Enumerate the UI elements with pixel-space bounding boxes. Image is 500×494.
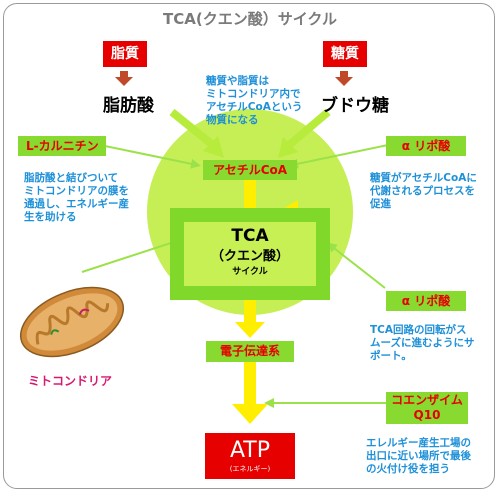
coq10-label-sub: Q10 — [413, 408, 441, 422]
atp-box: ATP (エネルギー) — [205, 433, 295, 479]
glucose-arrow-head — [278, 137, 298, 158]
glucose-label: ブドウ糖 — [321, 96, 389, 116]
lipoic-top-note-line: 糖質がアセチルCoAに — [370, 172, 477, 184]
carnitine-note-line: 脂肪酸と結びついて — [24, 172, 119, 184]
sugar-down-arrow — [335, 71, 353, 86]
lipoic-top-note: 糖質がアセチルCoAに 代謝されるプロセスを 促進 — [370, 172, 477, 211]
tca-to-electron-shaft — [244, 300, 256, 322]
sugar-label: 糖質 — [323, 41, 367, 67]
fatty-acid-arrow — [169, 108, 217, 150]
lipoic-bottom-box: α リポ酸 — [386, 291, 466, 311]
fatty-acid-arrow-head — [203, 136, 224, 158]
lipoic-bottom-note-line: ムーズに進むようにサ — [370, 337, 475, 349]
center-note: 糖質や脂質は ミトコンドリア内で アセチルCoAという 物質になる — [206, 75, 302, 127]
atp-label: ATP — [229, 438, 271, 463]
coq10-box: コエンザイム Q10 — [386, 392, 468, 424]
center-note-line: 糖質や脂質は — [206, 75, 269, 87]
lipoic-top-note-line: 促進 — [370, 198, 391, 210]
electron-to-atp-head — [232, 404, 268, 424]
center-note-line: ミトコンドリア内で — [206, 88, 301, 100]
mitochondria-icon — [19, 286, 125, 358]
lipid-down-arrow — [115, 71, 133, 86]
electron-transport-box: 電子伝達系 — [206, 341, 294, 362]
carnitine-note: 脂肪酸と結びついて ミトコンドリアの膜を 通過し、エネルギー産 生を助ける — [24, 172, 129, 224]
carnitine-note-line: 通過し、エネルギー産 — [24, 198, 129, 210]
coq10-note-line: の火付け役を担う — [366, 463, 450, 475]
carnitine-arrow — [99, 144, 201, 169]
acetyl-coa-box: アセチルCoA — [203, 160, 297, 180]
lipoic-bottom-note: TCA回路の回転がス ムーズに進むようにサ ポート。 — [370, 324, 474, 363]
carnitine-note-line: ミトコンドリアの膜を — [24, 185, 129, 197]
mitochondria-label: ミトコンドリア — [28, 374, 113, 388]
acetyl-to-tca-shaft — [244, 176, 256, 208]
lipoic-bottom-note-line: TCA回路の回転がス — [370, 324, 467, 336]
glucose-arrow — [285, 108, 331, 150]
lipoic-bottom-note-line: ポート。 — [370, 350, 412, 362]
lipoic-top-arrow — [288, 144, 389, 169]
coq10-label: コエンザイム — [391, 393, 463, 407]
tca-title: TCA — [231, 226, 269, 246]
atp-sub: (エネルギー) — [229, 465, 271, 473]
diagram-frame — [3, 3, 495, 489]
lipoic-bottom-arrow — [326, 242, 386, 289]
mitochondria-arrow — [81, 237, 184, 273]
fatty-acid-label: 脂肪酸 — [103, 96, 154, 116]
tca-subtitle: （クエン酸） — [210, 249, 289, 264]
coq10-note: エレルギー産生工場の 出口に近い場所で最後 の火付け役を担う — [366, 437, 471, 476]
carnitine-note-line: 生を助ける — [24, 211, 77, 223]
diagram-title: TCA(クエン酸）サイクル — [163, 10, 337, 28]
coq10-note-line: エレルギー産生工場の — [366, 437, 471, 449]
lipoic-top-box: α リポ酸 — [386, 136, 466, 156]
lipid-label: 脂質 — [103, 41, 147, 67]
center-note-line: アセチルCoAという — [206, 101, 303, 113]
tca-to-electron-head — [235, 322, 265, 338]
lipoic-top-note-line: 代謝されるプロセスを — [370, 185, 475, 197]
tca-caption: サイクル — [232, 267, 268, 277]
electron-to-atp-shaft — [244, 362, 256, 406]
center-note-line: 物質になる — [206, 114, 259, 126]
carnitine-box: L-カルニチン — [18, 136, 106, 156]
coq10-note-line: 出口に近い場所で最後 — [366, 450, 471, 462]
tca-cycle-box: TCA （クエン酸） サイクル — [180, 218, 320, 290]
